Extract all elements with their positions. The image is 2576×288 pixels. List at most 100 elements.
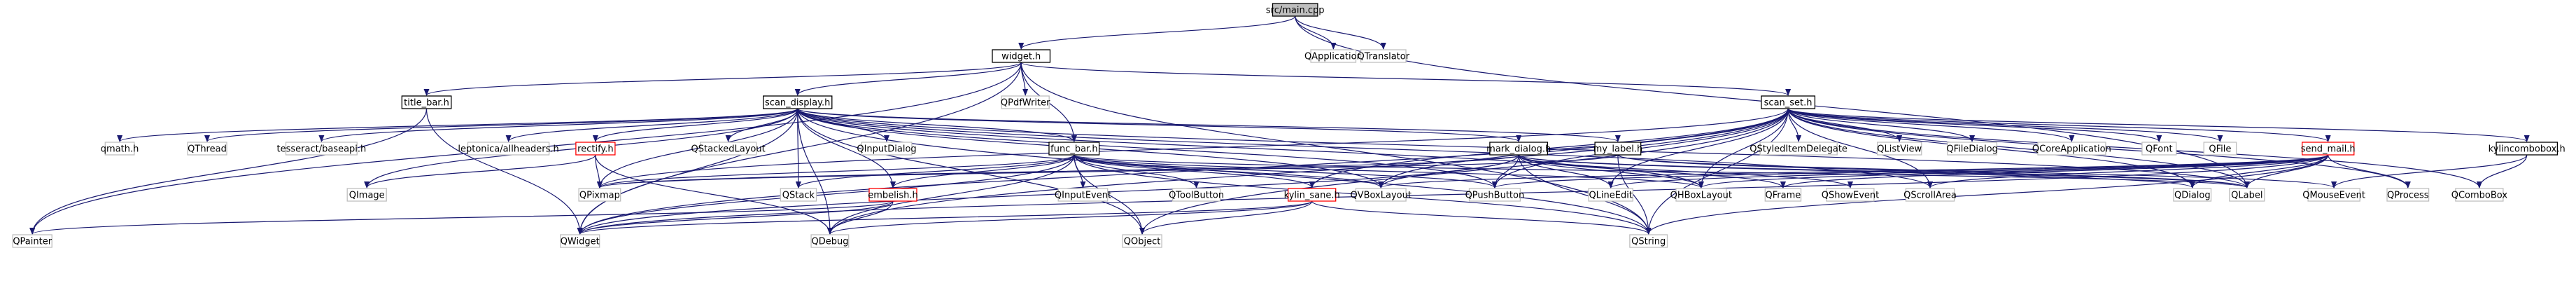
edge-scandisplay-to-mylabel (797, 108, 1621, 142)
node-markdialog[interactable]: mark_dialog.h (1486, 142, 1551, 156)
edge-funcbar-to-qobject (1074, 154, 1146, 235)
node-label-scanset: scan_set.h (1764, 98, 1813, 109)
node-label-qpixmap: QPixmap (579, 191, 620, 201)
node-box-qframe (1764, 188, 1802, 202)
node-box-leptonica (467, 142, 550, 156)
node-box-qwidget (560, 234, 600, 248)
node-label-qapplication: QApplication (1304, 52, 1363, 62)
edge-funcbar-to-qvboxlayout (1074, 154, 1384, 188)
node-qstring: QString (1629, 234, 1668, 248)
node-funcbar[interactable]: func_bar.h (1048, 142, 1100, 156)
node-label-sendmail: send_mail.h (2301, 144, 2356, 155)
edge-scandisplay-to-qwidget (577, 108, 798, 235)
node-box-qcoreapplication (2037, 142, 2106, 156)
node-kylincombobox[interactable]: kylincombobox.h (2489, 142, 2566, 156)
node-label-qcoreapplication: QCoreApplication (2032, 144, 2111, 155)
node-qfile: QFile (2203, 142, 2237, 156)
edge-markdialog-to-qlineedit (1518, 154, 1614, 188)
node-qprocess: QProcess (2386, 188, 2430, 202)
node-box-mylabel (1594, 142, 1642, 156)
edge-scanset-to-qwidget (577, 108, 1789, 235)
node-main[interactable]: src/main.cpp (1266, 3, 1325, 17)
edge-scanset-to-qcombobox (1787, 108, 2482, 188)
node-qstyleditemdelegate: QStyledItemDelegate (1750, 142, 1847, 156)
node-box-titlebar (401, 95, 452, 109)
node-qvboxlayout: QVBoxLayout (1350, 188, 1412, 202)
node-label-markdialog: mark_dialog.h (1486, 144, 1551, 155)
node-label-qdebug: QDebug (812, 237, 849, 247)
node-label-qfont: QFont (2146, 144, 2173, 155)
node-scanset[interactable]: scan_set.h (1761, 95, 1816, 109)
edge-funcbar-to-qpixmap (597, 154, 1075, 188)
node-qthread: QThread (187, 142, 227, 156)
edge-scanset-to-qfont (1787, 108, 2162, 142)
node-sendmail[interactable]: send_mail.h (2301, 142, 2356, 156)
node-label-kylincombobox: kylincombobox.h (2489, 144, 2566, 155)
edge-embelish-to-qpainter (29, 200, 894, 235)
edge-scanset-to-qobject (1139, 108, 1789, 235)
node-box-qpixmap (578, 188, 621, 202)
node-box-kylinsane (1288, 188, 1337, 202)
node-qimage: QImage (346, 188, 387, 202)
node-label-qinputevent: QInputEvent (1055, 191, 1111, 201)
node-qcombobox: QComboBox (2451, 188, 2507, 202)
edge-markdialog-to-qwidget (577, 154, 1519, 235)
node-box-qdebug (810, 234, 850, 248)
node-box-qfiledialog (1947, 142, 1998, 156)
node-box-qinputdialog (861, 142, 913, 156)
node-mylabel[interactable]: my_label.h (1593, 142, 1643, 156)
node-label-qlabel: QLabel (2231, 191, 2262, 201)
node-qstackedlayout: QStackedLayout (691, 142, 766, 156)
edge-scanset-to-qlineedit (1607, 108, 1789, 188)
node-box-sendmail (2302, 142, 2355, 156)
dependency-edges (29, 15, 2530, 235)
node-qfiledialog: QFileDialog (1946, 142, 1998, 156)
edge-main-to-widget (1018, 15, 1296, 50)
edge-rectify-to-qdebug (595, 154, 833, 235)
edge-widget-to-scanset (1020, 62, 1791, 96)
edge-scanset-to-kylinsane (1309, 108, 1789, 188)
node-box-tesseract (285, 142, 358, 156)
node-label-qhboxlayout: QHBoxLayout (1670, 191, 1732, 201)
node-box-qprocess (2386, 188, 2430, 202)
node-label-mylabel: my_label.h (1593, 144, 1643, 155)
node-box-qimage (346, 188, 387, 202)
edge-scandisplay-to-markdialog (797, 108, 1521, 142)
node-qcoreapplication: QCoreApplication (2032, 142, 2111, 156)
edge-scandisplay-to-qmath (117, 108, 798, 142)
edge-scanset-to-qlabel (1787, 108, 2250, 188)
node-qpainter: QPainter (12, 234, 52, 248)
edge-scandisplay-to-funcbar (797, 108, 1077, 142)
node-label-qfile: QFile (2209, 144, 2231, 155)
edge-markdialog-to-qhboxlayout (1518, 154, 1704, 188)
node-box-qlistview (1876, 142, 1922, 156)
edge-scandisplay-to-rectify (593, 108, 798, 142)
edge-scanset-to-qfile (1787, 108, 2223, 142)
node-box-qfile (2203, 142, 2237, 156)
node-label-qstack: QStack (782, 191, 815, 201)
node-label-qlineedit: QLineEdit (1589, 191, 1633, 201)
edge-scandisplay-to-qhboxlayout (797, 108, 1704, 188)
node-widget[interactable]: widget.h (992, 49, 1051, 63)
node-rectify[interactable]: rectify.h (575, 142, 616, 156)
node-label-widget: widget.h (1001, 52, 1041, 62)
edge-funcbar-to-qtoolbutton (1074, 154, 1199, 188)
node-titlebar[interactable]: title_bar.h (401, 95, 452, 109)
node-label-qimage: QImage (349, 191, 385, 201)
edge-scanset-to-qhboxlayout (1698, 108, 1789, 188)
node-kylinsane[interactable]: kylin_sane.h (1284, 188, 1340, 202)
node-scandisplay[interactable]: scan_display.h (763, 95, 833, 109)
edge-kylinsane-to-qdebug (827, 200, 1313, 235)
node-label-qvboxlayout: QVBoxLayout (1350, 191, 1411, 201)
node-embelish[interactable]: embelish.h (868, 188, 918, 202)
edge-titlebar-to-qpainter (29, 108, 428, 235)
edge-scanset-to-qpixmap (597, 108, 1789, 188)
node-box-qlabel (2229, 188, 2265, 202)
edge-funcbar-to-qlabel (1074, 154, 2250, 188)
edge-scanset-to-kylincombobox (1787, 108, 2530, 142)
node-box-funcbar (1048, 142, 1100, 156)
edge-sendmail-to-qpushbutton (1492, 154, 2329, 188)
node-qmouseevent: QMouseEvent (2302, 188, 2365, 202)
edge-scandisplay-to-leptonica (505, 108, 798, 142)
